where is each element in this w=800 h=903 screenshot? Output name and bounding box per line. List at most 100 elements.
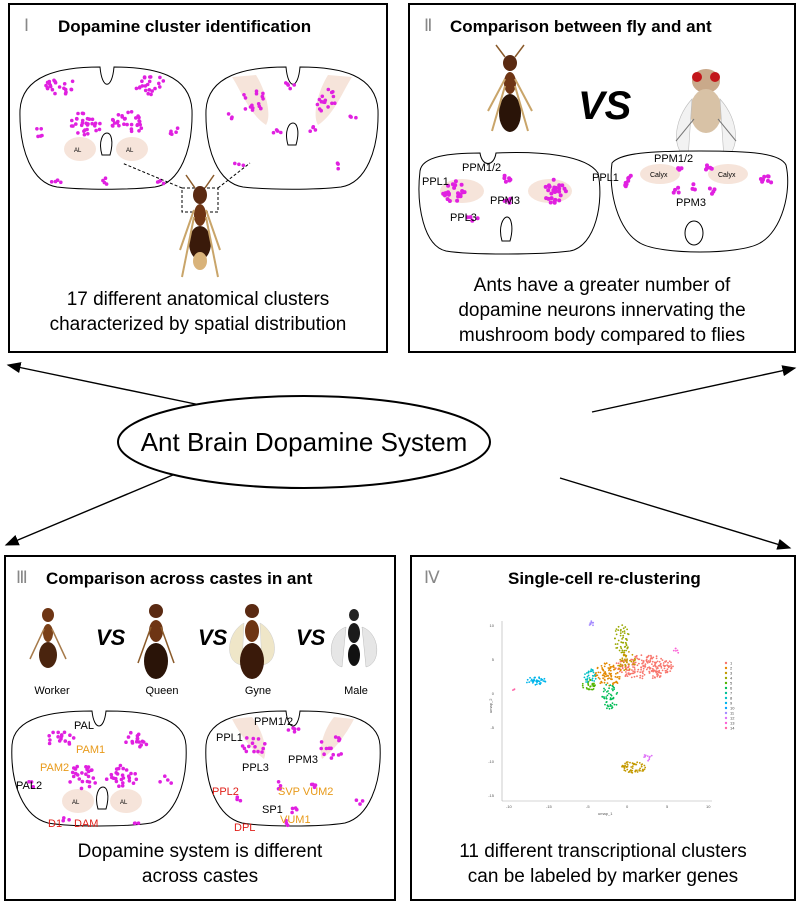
neuron-dot bbox=[77, 777, 82, 781]
umap-point bbox=[636, 670, 639, 673]
neuron-dot bbox=[452, 185, 457, 190]
umap-point bbox=[604, 703, 606, 706]
umap-point bbox=[626, 658, 628, 660]
neuron-dot bbox=[762, 174, 767, 179]
umap-point bbox=[629, 761, 631, 764]
brain-outline-left bbox=[19, 66, 193, 190]
umap-point bbox=[601, 668, 604, 671]
neuron-dot bbox=[74, 122, 78, 126]
neuron-dot bbox=[547, 183, 551, 188]
ppl2-label: PPL2 bbox=[212, 786, 239, 798]
umap-point bbox=[659, 675, 662, 677]
neuron-dot bbox=[53, 91, 57, 96]
umap-point bbox=[600, 665, 603, 667]
neuron-dot bbox=[70, 79, 75, 84]
neuron-dot bbox=[129, 771, 133, 776]
neuron-dot bbox=[161, 79, 166, 83]
neuron-dot bbox=[254, 89, 259, 93]
neuron-dot bbox=[676, 185, 681, 190]
umap-point bbox=[614, 643, 617, 645]
neuron-dot bbox=[59, 734, 64, 738]
umap-point bbox=[639, 769, 641, 772]
arrow-to-panel-4 bbox=[559, 477, 792, 550]
d1-label: D1 bbox=[48, 818, 62, 830]
neuron-dot bbox=[85, 116, 90, 121]
y-tick-label: -10 bbox=[488, 759, 495, 764]
umap-point bbox=[593, 675, 595, 677]
fly-calyx-label-left: Calyx bbox=[650, 172, 668, 179]
vs-text: VS bbox=[96, 625, 126, 650]
panel-1: Ⅰ Dopamine cluster identification AL AL bbox=[8, 3, 388, 353]
umap-point bbox=[632, 672, 635, 675]
umap-point bbox=[626, 768, 629, 771]
neuron-dot bbox=[549, 196, 554, 201]
neuron-dot bbox=[676, 190, 681, 195]
neuron-dot bbox=[322, 752, 326, 756]
sp1-label: SP1 bbox=[262, 804, 283, 816]
neuron-dot bbox=[278, 784, 283, 788]
pal-label: PAL bbox=[74, 720, 94, 732]
neuron-dot bbox=[337, 738, 341, 743]
caption-line-1: Ants have a greater number of bbox=[473, 275, 731, 296]
neuron-dot bbox=[134, 86, 139, 91]
neuron-dot bbox=[163, 774, 167, 778]
neuron-dot bbox=[117, 123, 121, 128]
umap-point bbox=[537, 679, 539, 682]
neuron-dot bbox=[766, 178, 770, 183]
umap-point bbox=[589, 685, 591, 688]
neuron-dot bbox=[127, 776, 132, 780]
neuron-dot bbox=[315, 102, 320, 107]
legend-swatch bbox=[724, 706, 728, 710]
neuron-dot bbox=[47, 741, 52, 746]
neuron-dot bbox=[507, 176, 512, 181]
umap-point bbox=[652, 665, 655, 667]
neuron-dot bbox=[245, 736, 249, 740]
umap-point bbox=[649, 657, 652, 660]
neuron-dot bbox=[673, 187, 677, 192]
umap-point bbox=[608, 677, 610, 679]
umap-point bbox=[658, 669, 661, 672]
umap-point bbox=[640, 765, 643, 768]
neuron-dot bbox=[117, 784, 121, 788]
umap-point bbox=[628, 663, 630, 666]
umap-point bbox=[599, 671, 602, 674]
umap-point bbox=[651, 677, 654, 679]
umap-point bbox=[617, 629, 620, 631]
umap-point bbox=[591, 621, 594, 624]
umap-point bbox=[622, 634, 625, 637]
umap-point bbox=[661, 659, 664, 661]
umap-point bbox=[650, 654, 652, 657]
umap-point bbox=[641, 768, 644, 771]
neuron-dot bbox=[331, 752, 336, 757]
umap-point bbox=[623, 669, 626, 672]
neuron-dot bbox=[174, 130, 178, 134]
umap-point bbox=[610, 707, 613, 710]
umap-point bbox=[648, 672, 651, 674]
neuron-dot bbox=[153, 86, 157, 91]
umap-point bbox=[615, 693, 618, 695]
neuron-dot bbox=[766, 174, 771, 179]
umap-point bbox=[637, 668, 640, 671]
umap-point bbox=[626, 764, 629, 766]
worker-ant bbox=[29, 608, 67, 668]
umap-point bbox=[586, 679, 589, 681]
umap-point bbox=[636, 769, 638, 772]
umap-point bbox=[633, 668, 636, 670]
neuron-dot bbox=[286, 83, 291, 87]
legend-swatch bbox=[724, 681, 728, 685]
neuron-dot bbox=[123, 116, 127, 121]
umap-point bbox=[621, 631, 624, 633]
umap-point bbox=[645, 659, 648, 662]
pal2-label: PAL2 bbox=[16, 780, 42, 792]
umap-point bbox=[598, 678, 601, 680]
umap-points bbox=[512, 620, 680, 774]
umap-point bbox=[590, 670, 593, 673]
fly-calyx-right bbox=[708, 164, 748, 184]
umap-point bbox=[656, 660, 659, 663]
antennal-lobe-left bbox=[64, 137, 96, 161]
panel-title: Dopamine cluster identification bbox=[58, 17, 312, 36]
neuron-dot bbox=[129, 730, 133, 735]
neuron-dot bbox=[358, 802, 362, 806]
